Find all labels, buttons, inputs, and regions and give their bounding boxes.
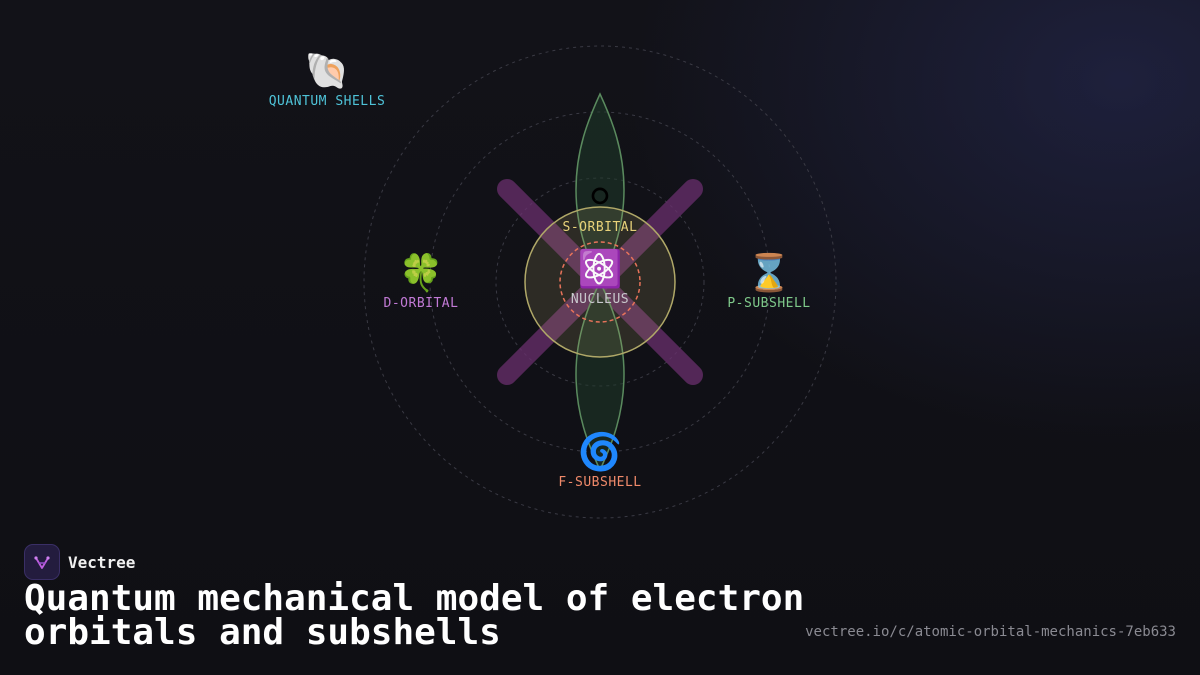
hourglass-icon: ⌛ — [746, 253, 792, 294]
vectree-logo-mark — [34, 556, 50, 569]
f-subshell-node: 🌀 F-SUBSHELL — [558, 431, 641, 490]
nucleus-label: NUCLEUS — [570, 292, 630, 307]
p-subshell-label: P-SUBSHELL — [727, 296, 811, 311]
p-lobe-lower — [575, 280, 625, 472]
vectree-logo-icon — [24, 544, 60, 580]
source-url[interactable]: vectree.io/c/atomic-orbital-mechanics-7e… — [805, 624, 1176, 640]
s-orbital-label: S-ORBITAL — [562, 220, 638, 235]
d-orbital-node: 🍀 D-ORBITAL — [384, 252, 459, 311]
f-subshell-label: F-SUBSHELL — [558, 475, 642, 490]
four-leaf-clover-icon: 🍀 — [398, 253, 444, 294]
p-subshell-node: ⌛ P-SUBSHELL — [727, 252, 810, 311]
page-title: Quantum mechanical model of electron orb… — [24, 578, 805, 653]
nucleus-node: ⚛️ NUCLEUS — [571, 248, 629, 307]
spiral-icon: 🌀 — [577, 432, 623, 473]
quantum-shells-label: QUANTUM SHELLS — [268, 94, 386, 109]
s-orbital-node: ⚪ S-ORBITAL — [563, 176, 638, 235]
shell-ring-outer — [363, 45, 837, 519]
white-circle-icon: ⚪ — [584, 177, 616, 218]
d-orbital-label: D-ORBITAL — [383, 296, 459, 311]
brand-name: Vectree — [68, 552, 136, 572]
spiral-shell-icon: 🐚 — [304, 51, 350, 92]
nucleus-ring — [524, 206, 676, 358]
atom-icon: ⚛️ — [577, 249, 623, 290]
nucleus-dashed-core — [559, 241, 641, 323]
brand: Vectree — [24, 544, 135, 580]
quantum-shells-node: 🐚 QUANTUM SHELLS — [269, 50, 386, 109]
